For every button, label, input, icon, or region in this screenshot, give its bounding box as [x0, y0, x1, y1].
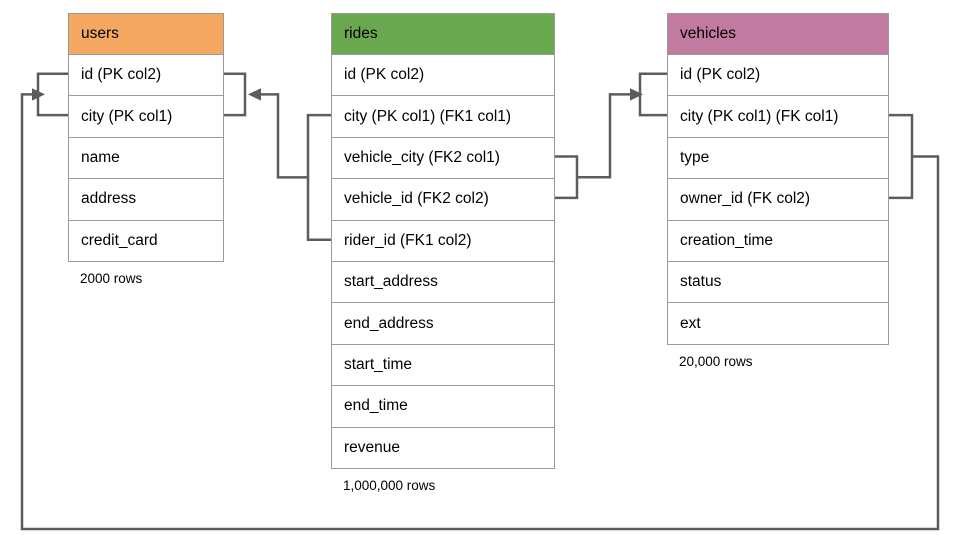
arrowhead-right-icon	[630, 88, 643, 101]
table-vehicles: vehicles id (PK col2)city (PK col1) (FK …	[667, 13, 889, 369]
table-row: id (PK col2)	[69, 54, 223, 96]
table-row: vehicle_id (FK2 col2)	[332, 178, 554, 220]
rides-fk2-bracket-right	[553, 155, 579, 200]
table-users-rowcount: 2000 rows	[80, 270, 143, 286]
users-pk-bracket-right	[222, 72, 247, 117]
table-row: status	[668, 260, 888, 303]
table-vehicles-header: vehicles	[668, 14, 888, 54]
table-row: end_time	[332, 385, 554, 427]
arrowhead-right-icon	[32, 88, 45, 101]
table-row: creation_time	[668, 219, 888, 261]
table-vehicles-box: vehicles id (PK col2)city (PK col1) (FK …	[667, 13, 889, 345]
arrowhead-left-icon	[248, 88, 261, 101]
vehicles-pk-bracket-left	[638, 72, 667, 117]
fk1-connector-rides-to-users	[248, 88, 308, 179]
fk-connector-vehicles-to-users	[20, 88, 940, 531]
table-row: start_address	[332, 260, 554, 303]
table-rides-rows: id (PK col2)city (PK col1) (FK1 col1)veh…	[332, 54, 554, 468]
table-vehicles-rows: id (PK col2)city (PK col1) (FK col1)type…	[668, 54, 888, 344]
table-row: city (PK col1)	[69, 95, 223, 137]
table-row: end_address	[332, 302, 554, 344]
table-vehicles-rowcount: 20,000 rows	[679, 353, 753, 369]
table-row: vehicle_city (FK2 col1)	[332, 136, 554, 179]
rides-fk1-bracket-left	[306, 113, 331, 241]
table-row: id (PK col2)	[332, 54, 554, 96]
table-rides: rides id (PK col2)city (PK col1) (FK1 co…	[331, 13, 555, 493]
table-row: type	[668, 136, 888, 179]
table-row: rider_id (FK1 col2)	[332, 219, 554, 261]
table-row: city (PK col1) (FK1 col1)	[332, 95, 554, 137]
table-rides-rowcount: 1,000,000 rows	[343, 477, 436, 493]
table-users-header: users	[69, 14, 223, 54]
table-row: start_time	[332, 343, 554, 386]
fk2-connector-rides-to-vehicles	[577, 88, 643, 179]
table-rides-box: rides id (PK col2)city (PK col1) (FK1 co…	[331, 13, 555, 469]
table-row: credit_card	[69, 219, 223, 261]
table-rides-header: rides	[332, 14, 554, 54]
table-row: name	[69, 136, 223, 179]
table-row: revenue	[332, 426, 554, 468]
table-row: city (PK col1) (FK col1)	[668, 95, 888, 137]
table-row: owner_id (FK col2)	[668, 178, 888, 220]
vehicles-fk-bracket-right	[887, 113, 914, 200]
table-row: ext	[668, 302, 888, 344]
table-row: id (PK col2)	[668, 54, 888, 96]
table-row: address	[69, 178, 223, 220]
